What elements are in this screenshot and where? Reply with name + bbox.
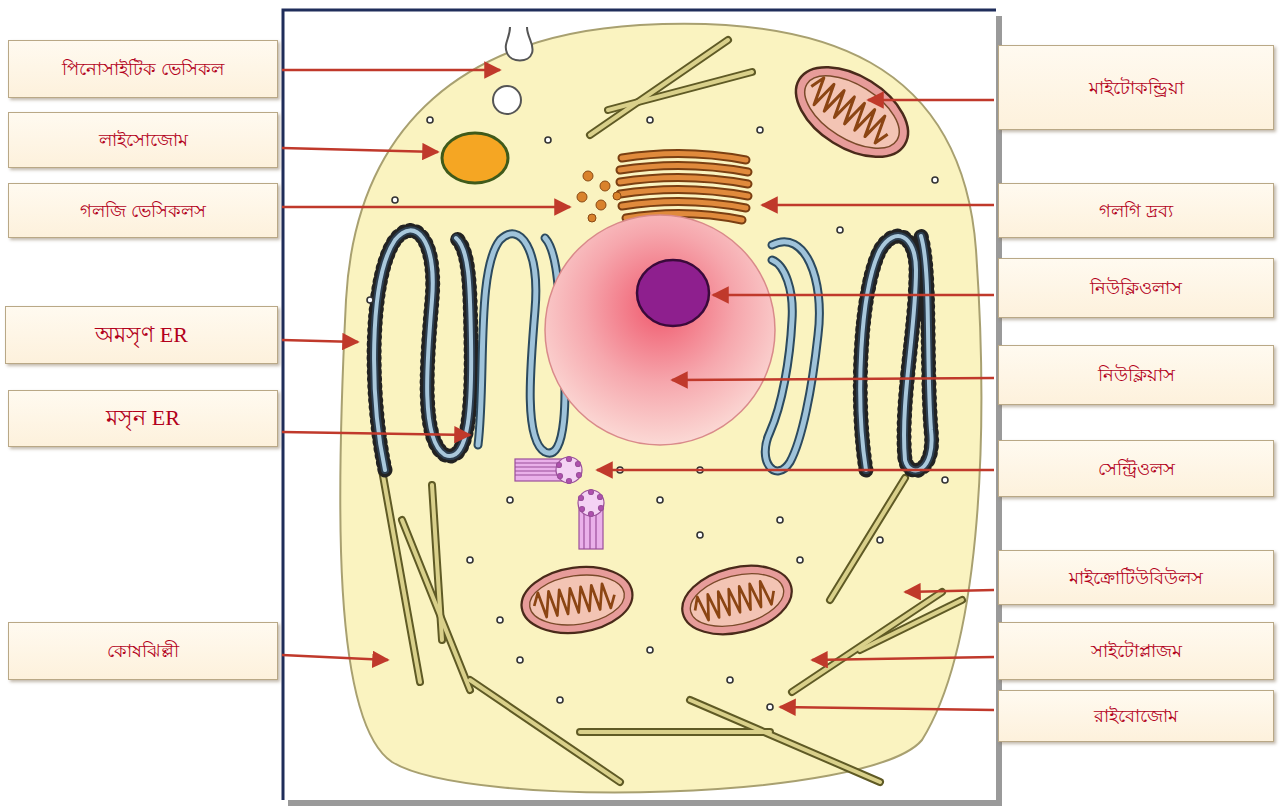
label-box: মসৃন ER	[8, 390, 278, 447]
part-label: গলজি ভেসিকলস	[80, 200, 207, 222]
label-box: নিউক্লিওলাস	[998, 258, 1274, 318]
part-label: সেন্ট্রিওলস	[1098, 458, 1175, 480]
part-label: সাইটোপ্লাজম	[1091, 640, 1182, 662]
lysosome	[442, 133, 508, 183]
label-box: সেন্ট্রিওলস	[998, 440, 1274, 497]
label-box: অমসৃণ ER	[5, 306, 278, 364]
label-box: গলজি ভেসিকলস	[8, 183, 278, 238]
mitochondria	[517, 49, 923, 645]
label-box: সাইটোপ্লাজম	[998, 622, 1274, 680]
cell-body	[340, 24, 981, 793]
leader-arrows	[282, 70, 994, 710]
part-label: নিউক্লিওলাস	[1090, 277, 1182, 299]
part-label: পিনোসাইটিক ভেসিকল	[62, 58, 225, 80]
label-box: রাইবোজোম	[998, 690, 1274, 742]
label-box: লাইসোজোম	[8, 112, 278, 168]
part-label: লাইসোজোম	[99, 129, 188, 151]
centrioles	[515, 457, 604, 550]
label-box: মাইক্রোটিউবিউলস	[998, 550, 1274, 605]
part-label: মসৃন ER	[106, 405, 180, 431]
nucleolus	[637, 260, 709, 326]
part-label: মাইটোকন্ড্রিয়া	[1089, 77, 1184, 99]
part-label: নিউক্লিয়াস	[1098, 364, 1175, 386]
part-label: অমসৃণ ER	[95, 322, 188, 348]
frame	[283, 10, 1002, 806]
golgi-vesicles	[577, 171, 621, 222]
label-box: কোষঝিল্লী	[8, 622, 278, 680]
label-box: পিনোসাইটিক ভেসিকল	[8, 40, 278, 98]
part-label: কোষঝিল্লী	[107, 640, 179, 662]
label-box: নিউক্লিয়াস	[998, 345, 1274, 405]
part-label: রাইবোজোম	[1094, 705, 1178, 727]
label-box: মাইটোকন্ড্রিয়া	[998, 45, 1274, 130]
part-label: মাইক্রোটিউবিউলস	[1069, 567, 1203, 589]
nucleus	[545, 215, 775, 445]
label-box: গলগি দ্রব্য	[998, 183, 1274, 238]
part-label: গলগি দ্রব্য	[1099, 200, 1174, 222]
golgi-body	[620, 153, 748, 220]
